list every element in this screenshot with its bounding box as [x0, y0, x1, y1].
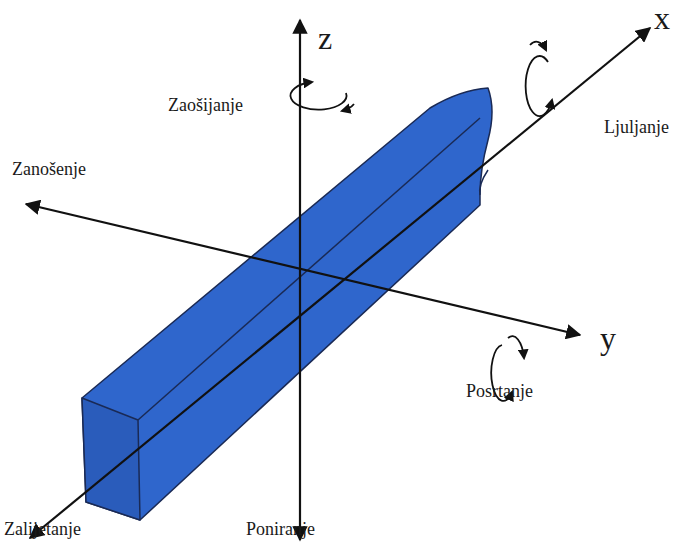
axis-name: z [318, 22, 332, 54]
rotation-arrows [290, 42, 552, 401]
motion-name: Zanošenje [12, 160, 86, 178]
axis-name: y [600, 322, 616, 354]
motion-name: Posrtanje [466, 382, 533, 400]
motion-name: Zaošijanje [168, 96, 243, 114]
motion-name: Poniranje [246, 520, 315, 538]
motion-name: Ljuljanje [604, 118, 669, 136]
motion-name: Zalijetanje [4, 520, 81, 538]
axis-name: x [654, 2, 670, 34]
ship-hull [82, 88, 492, 520]
axes [26, 20, 650, 540]
